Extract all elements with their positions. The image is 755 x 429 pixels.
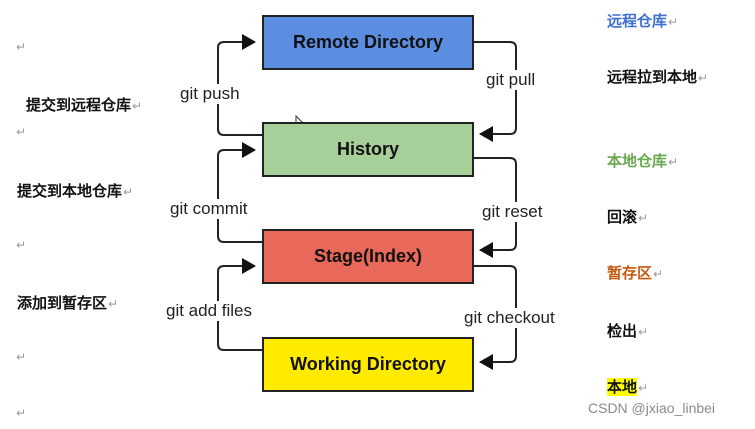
note-push: 提交到远程仓库↵ [26, 94, 142, 115]
note-commit: 提交到本地仓库↵ [17, 180, 133, 201]
note-remote-repo: 远程仓库↵ [607, 10, 678, 31]
note-push-text: 提交到远程仓库 [26, 96, 132, 114]
paragraph-mark: ↵ [132, 99, 143, 113]
git-reset-label: git reset [480, 202, 545, 222]
paragraph-mark: ↵ [638, 381, 649, 395]
note-remote-repo-text: 远程仓库 [607, 12, 668, 30]
paragraph-mark: ↵ [16, 40, 27, 54]
paragraph-mark: ↵ [638, 211, 649, 225]
watermark: CSDN @jxiao_linbei [588, 400, 716, 416]
git-add-files-label: git add files [164, 301, 254, 321]
paragraph-mark: ↵ [16, 406, 27, 420]
git-checkout-label: git checkout [462, 308, 557, 328]
history-box: History [262, 122, 474, 177]
paragraph-mark: ↵ [668, 15, 679, 29]
note-working: 本地↵ [607, 376, 648, 397]
git-pull-label: git pull [484, 70, 538, 90]
note-add: 添加到暂存区↵ [17, 292, 118, 313]
note-working-text: 本地 [607, 378, 638, 396]
note-checkout: 检出↵ [607, 320, 648, 341]
paragraph-mark: ↵ [698, 71, 709, 85]
stage-index-box: Stage(Index) [262, 229, 474, 284]
note-local-repo-text: 本地仓库 [607, 152, 668, 170]
paragraph-mark: ↵ [123, 185, 134, 199]
note-add-text: 添加到暂存区 [17, 294, 108, 312]
note-reset: 回滚↵ [607, 206, 648, 227]
paragraph-mark: ↵ [653, 267, 664, 281]
note-checkout-text: 检出 [607, 322, 638, 340]
git-commit-label: git commit [168, 199, 250, 219]
note-local-repo: 本地仓库↵ [607, 150, 678, 171]
working-directory-box: Working Directory [262, 337, 474, 392]
note-commit-text: 提交到本地仓库 [17, 182, 123, 200]
note-stage-text: 暂存区 [607, 264, 653, 282]
note-stage: 暂存区↵ [607, 262, 663, 283]
paragraph-mark: ↵ [16, 238, 27, 252]
paragraph-mark: ↵ [668, 155, 679, 169]
note-pull: 远程拉到本地↵ [607, 66, 708, 87]
paragraph-mark: ↵ [108, 297, 119, 311]
paragraph-mark: ↵ [16, 125, 27, 139]
commit-arrow [217, 142, 263, 243]
note-reset-text: 回滚 [607, 208, 638, 226]
paragraph-mark: ↵ [638, 325, 649, 339]
note-pull-text: 远程拉到本地 [607, 68, 698, 86]
remote-directory-box: Remote Directory [262, 15, 474, 70]
git-push-label: git push [178, 84, 242, 104]
paragraph-mark: ↵ [16, 350, 27, 364]
